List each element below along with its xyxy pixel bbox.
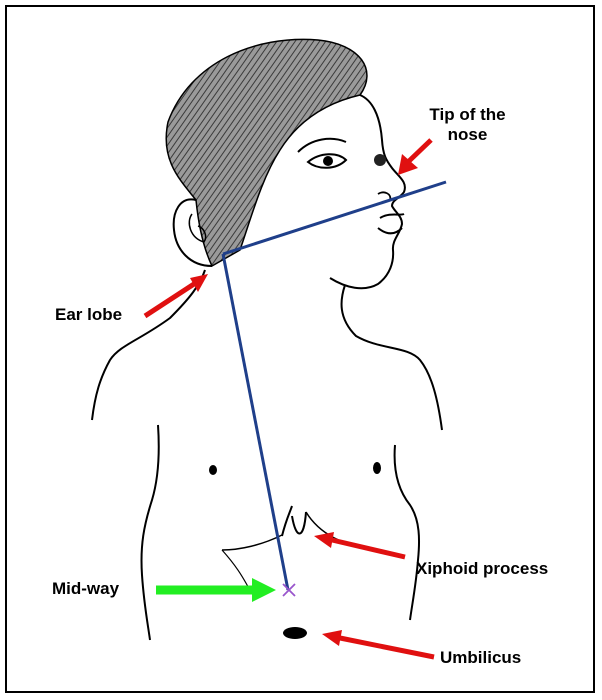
measure-line-ear-to-midway bbox=[223, 254, 288, 590]
far-eye bbox=[374, 154, 386, 166]
face-outline bbox=[330, 95, 405, 288]
abdomen-line bbox=[222, 550, 250, 590]
arrow-ear-lobe bbox=[145, 274, 208, 316]
hair bbox=[166, 39, 367, 266]
arrow-umbilicus bbox=[322, 630, 434, 657]
left-nipple bbox=[209, 465, 217, 475]
torso-left bbox=[141, 425, 158, 640]
xiphoid bbox=[282, 506, 306, 536]
label-mid-way: Mid-way bbox=[52, 579, 119, 599]
torso-right bbox=[395, 445, 419, 620]
eyebrow bbox=[298, 139, 346, 152]
label-ear-lobe: Ear lobe bbox=[55, 305, 122, 325]
label-umbilicus: Umbilicus bbox=[440, 648, 521, 668]
midway-x-mark bbox=[283, 584, 295, 596]
pupil bbox=[323, 156, 333, 166]
right-nipple bbox=[373, 462, 381, 474]
neck-right bbox=[342, 285, 442, 430]
measurement-lines bbox=[223, 182, 446, 590]
arrow-mid-way bbox=[156, 578, 276, 602]
umbilicus-mark bbox=[283, 627, 307, 639]
arrow-tip-of-nose bbox=[398, 140, 431, 175]
label-xiphoid-process: Xiphoid process bbox=[416, 559, 548, 579]
nostril bbox=[378, 192, 390, 200]
arrow-xiphoid-process bbox=[314, 532, 405, 557]
neck-left bbox=[92, 270, 205, 420]
rib-margin-left bbox=[222, 535, 282, 550]
label-tip-of-nose: Tip of the nose bbox=[420, 105, 515, 145]
